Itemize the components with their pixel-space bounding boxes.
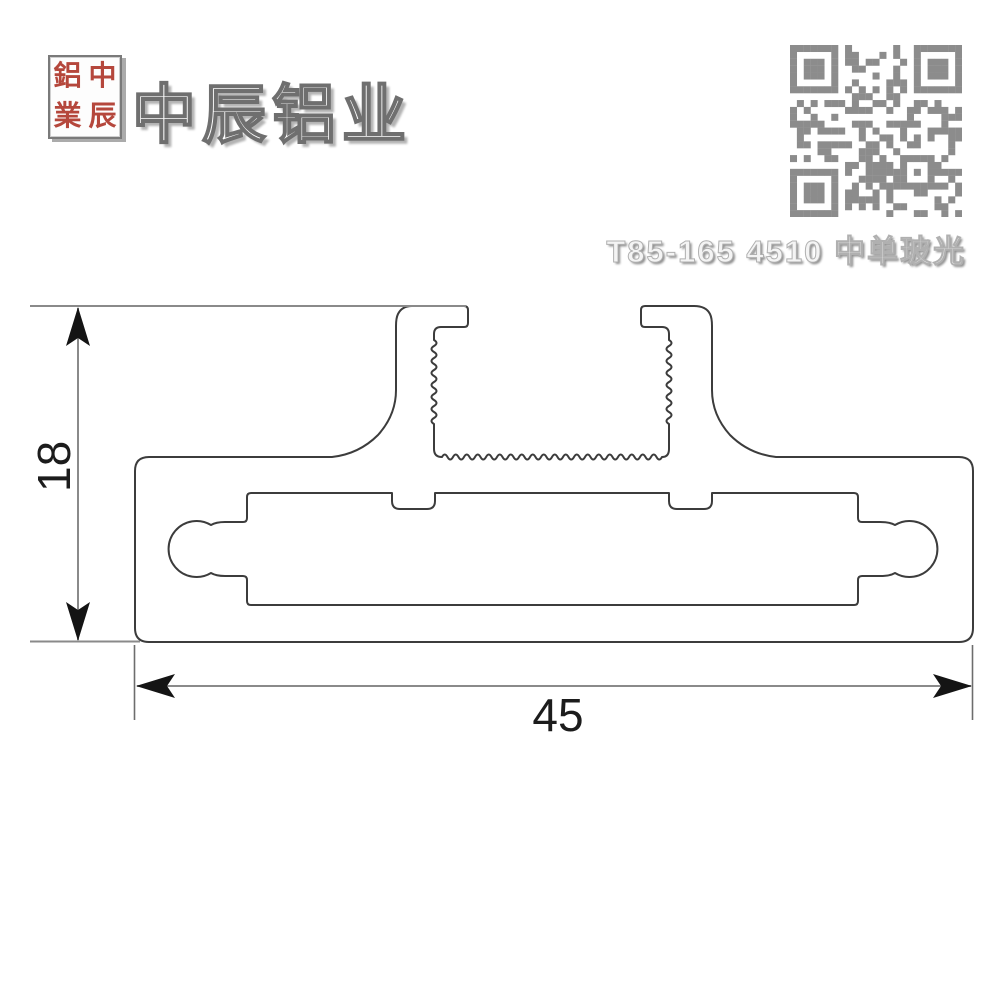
arrow-up-icon	[66, 307, 90, 346]
seal-char: 中	[88, 61, 117, 92]
arrow-left-icon	[136, 674, 175, 698]
product-code-label: T85-165 4510 中单玻光	[606, 234, 966, 270]
qr-code	[790, 45, 962, 217]
profile-cavity-outline	[167, 492, 939, 606]
height-dimension-label: 18	[28, 441, 80, 492]
seal-char: 業	[53, 101, 82, 132]
arrow-right-icon	[933, 674, 972, 698]
seal-char: 鋁	[53, 61, 82, 92]
profile-outline	[134, 305, 974, 643]
brand-seal: 鋁 中 業 辰	[48, 55, 122, 139]
width-dimension-label: 45	[532, 689, 583, 741]
brand-title: 中辰铝业	[131, 78, 412, 152]
arrow-down-icon	[66, 602, 90, 641]
seal-char: 辰	[88, 101, 117, 132]
